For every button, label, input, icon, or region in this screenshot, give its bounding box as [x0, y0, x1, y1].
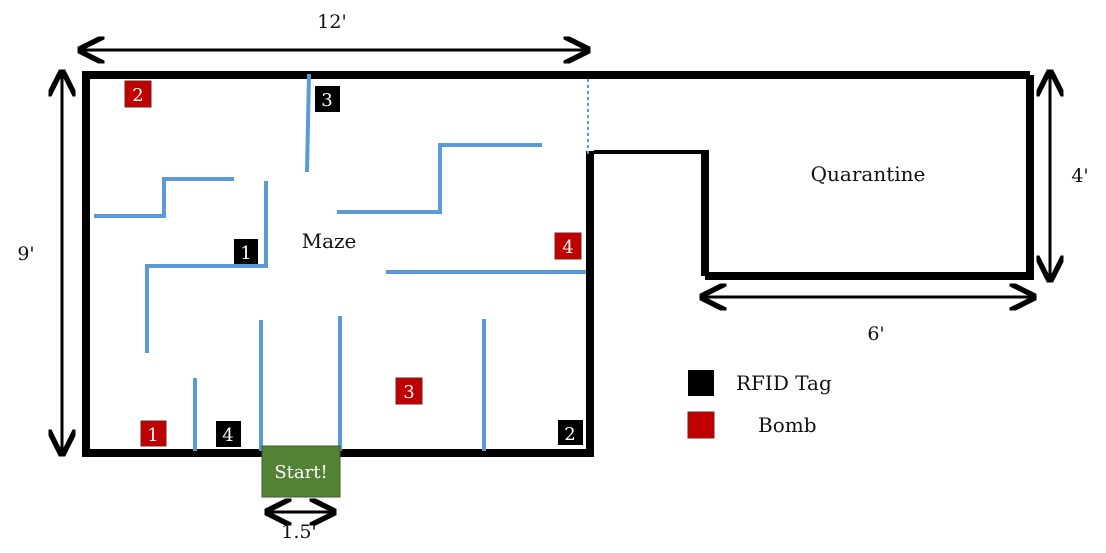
svg-text:3: 3	[321, 90, 332, 111]
svg-text:4: 4	[562, 237, 573, 258]
maze-width-label: 12'	[317, 11, 346, 33]
bomb-4: 4	[554, 232, 582, 260]
bomb-3: 3	[395, 377, 423, 405]
maze-height-label: 9'	[17, 243, 34, 265]
svg-text:2: 2	[132, 85, 143, 106]
start-zone: Start!	[261, 445, 341, 498]
quarantine-wall	[590, 71, 1034, 280]
quarantine-width-label: 6'	[867, 323, 884, 345]
svg-text:3: 3	[403, 382, 414, 403]
svg-text:1: 1	[147, 425, 158, 446]
rfid-tag-4: 4	[216, 421, 241, 447]
legend: RFID Tag Bomb	[687, 370, 832, 439]
quarantine-label: Quarantine	[811, 162, 926, 186]
svg-text:1: 1	[240, 243, 251, 264]
maze-label: Maze	[302, 229, 357, 253]
maze-inner-walls	[94, 73, 586, 451]
maze-outer-wall	[82, 71, 594, 457]
rfid-tag-2: 2	[558, 420, 583, 445]
legend-rfid-swatch	[688, 370, 714, 396]
rfid-tag-3: 3	[315, 86, 340, 112]
legend-bomb-label: Bomb	[758, 413, 817, 437]
start-label: Start!	[274, 462, 327, 483]
svg-text:2: 2	[564, 424, 575, 445]
rfid-tag-1: 1	[234, 239, 258, 264]
quarantine-height-label: 4'	[1071, 165, 1088, 187]
start-width-label: 1.5'	[281, 521, 316, 543]
legend-bomb-swatch	[687, 411, 715, 439]
svg-text:4: 4	[222, 425, 233, 446]
bomb-2: 2	[124, 80, 152, 108]
bomb-1: 1	[140, 420, 167, 447]
legend-rfid-label: RFID Tag	[736, 371, 832, 395]
